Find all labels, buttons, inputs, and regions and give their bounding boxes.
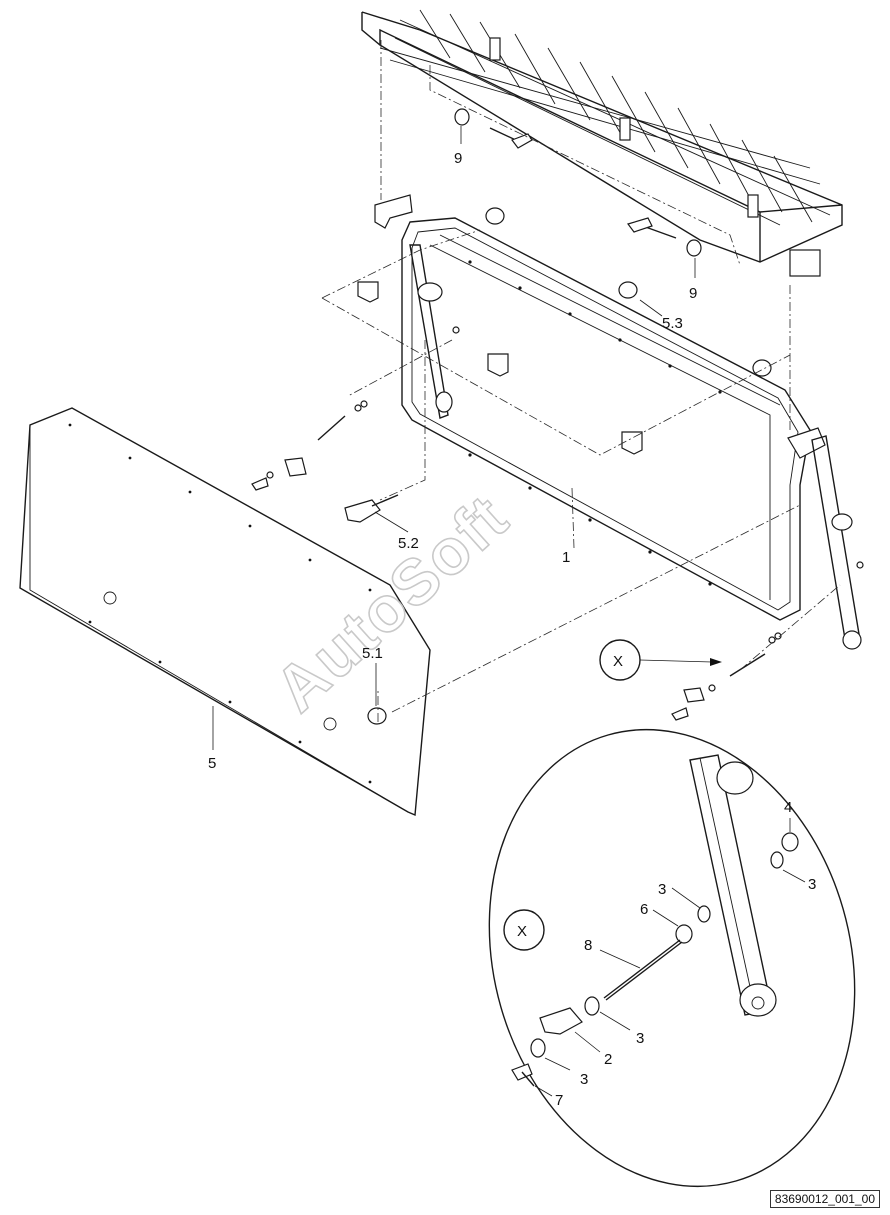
callout-3-upper: 3 [658, 881, 666, 898]
callout-2: 2 [604, 1051, 612, 1068]
detail-x-arrow [639, 658, 722, 666]
detail-x-view [488, 728, 856, 1188]
callout-3-middle: 3 [636, 1030, 644, 1047]
callout-7: 7 [555, 1092, 563, 1109]
callout-3-lower: 3 [580, 1071, 588, 1088]
left-hardware [251, 326, 460, 523]
brackets [357, 281, 643, 455]
callout-9-right: 9 [689, 285, 697, 302]
right-lower-hardware [671, 561, 864, 721]
callout-5-2: 5.2 [398, 535, 419, 552]
pin-washer-sets [454, 108, 702, 257]
callout-8: 8 [584, 937, 592, 954]
callout-3-right: 3 [808, 876, 816, 893]
callout-x-inset: X [517, 923, 527, 940]
upper-grid-assembly [361, 9, 843, 277]
frame-part-1 [374, 194, 862, 650]
detail-x-marker-inset [503, 909, 545, 951]
panel-holes [68, 423, 372, 784]
frame-holes [468, 260, 722, 586]
callout-5-3: 5.3 [662, 315, 683, 332]
panel-part-5 [19, 407, 431, 817]
leader-lines [212, 126, 696, 750]
drawing-reference-number: 83690012_001_00 [769, 1190, 880, 1208]
grid-bars [379, 9, 821, 223]
construction-lines [321, 40, 841, 722]
callout-9-upper: 9 [454, 150, 462, 167]
callout-6: 6 [640, 901, 648, 918]
bushings [485, 207, 772, 377]
callout-1: 1 [562, 549, 570, 566]
callout-5-1: 5.1 [362, 645, 383, 662]
callout-x-main: X [613, 653, 623, 670]
watermark-text: AutoSoft [261, 480, 522, 725]
callout-5: 5 [208, 755, 216, 772]
callout-4: 4 [784, 799, 792, 816]
detail-x-marker-main [599, 639, 641, 681]
